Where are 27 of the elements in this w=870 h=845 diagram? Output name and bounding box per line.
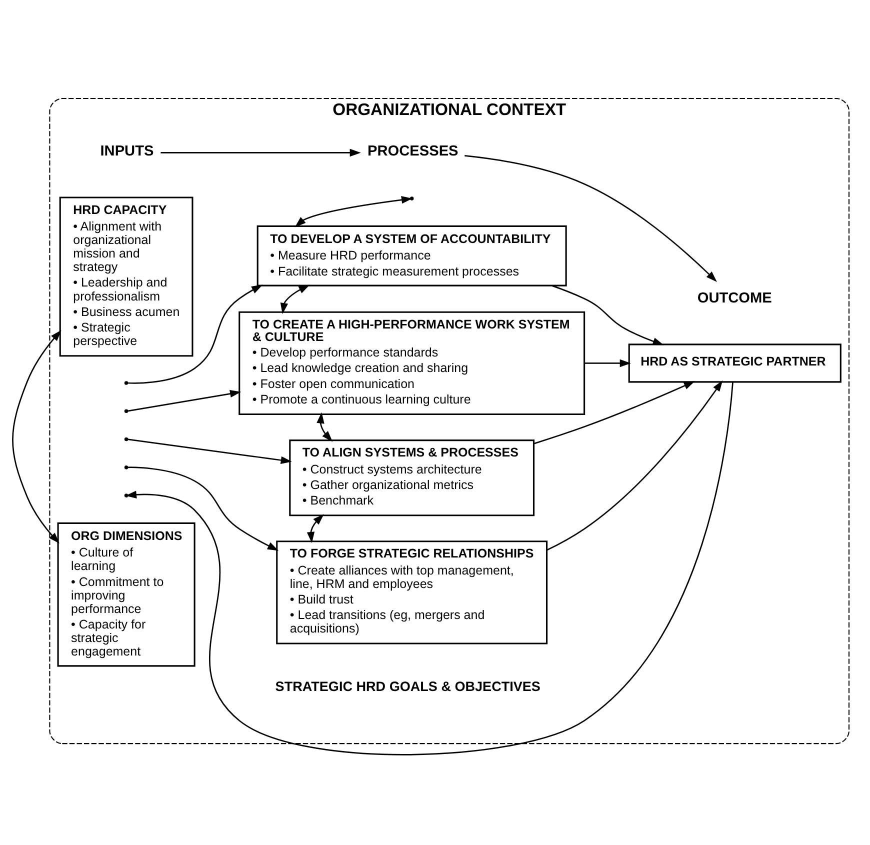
arrow: [160, 148, 361, 157]
arrow: [127, 390, 242, 412]
node-box: TO CREATE A HIGH-PERFORMANCE WORK SYSTEM & CULTURE • Develop performance standards • Lead knowledge creation and sharing • Foster open communication • Promote a continuous learning culture: [238, 311, 586, 416]
arrow: [127, 466, 279, 551]
arrow: [127, 438, 292, 464]
arrow: [534, 381, 695, 444]
node-text: OUTCOME: [697, 290, 772, 306]
arrow: [125, 382, 734, 756]
node-box: TO DEVELOP A SYSTEM OF ACCOUNTABILITY • Measure HRD performance • Facilitate strategic measurement processes: [256, 225, 567, 286]
node-box: TO ALIGN SYSTEMS & PROCESSES • Construct systems architecture • Gather organizational metrics • Benchmark: [289, 440, 535, 516]
arrow: [464, 155, 717, 282]
node-box: ORG DIMENSIONS • Culture of learning • Commitment to improving performance • Capacity for strategic engagement: [57, 522, 196, 667]
arrow: [306, 514, 324, 543]
node-text: PROCESSES: [368, 144, 458, 160]
arrow: [294, 196, 413, 228]
arrow: [127, 284, 263, 384]
arrow: [280, 284, 310, 314]
arrow: [584, 359, 631, 368]
node-text: INPUTS: [100, 144, 154, 160]
arrow: [552, 285, 664, 346]
arrow: [316, 412, 333, 442]
arrow: [12, 330, 62, 544]
label: STRATEGIC HRD GOALS & OBJECTIVES: [275, 678, 540, 694]
node-box: HRD CAPACITY • Alignment with organizational mission and strategy • Leadership and professionalism • Business acumen • Strategic perspective: [59, 196, 194, 357]
node-box: HRD AS STRATEGIC PARTNER: [628, 344, 842, 383]
node-box: TO FORGE STRATEGIC RELATIONSHIPS • Create alliances with top management, line, HRM and employees • Build trust • Lead transitions (eg, mergers and acquisitions): [276, 540, 548, 644]
arrow: [546, 380, 723, 551]
